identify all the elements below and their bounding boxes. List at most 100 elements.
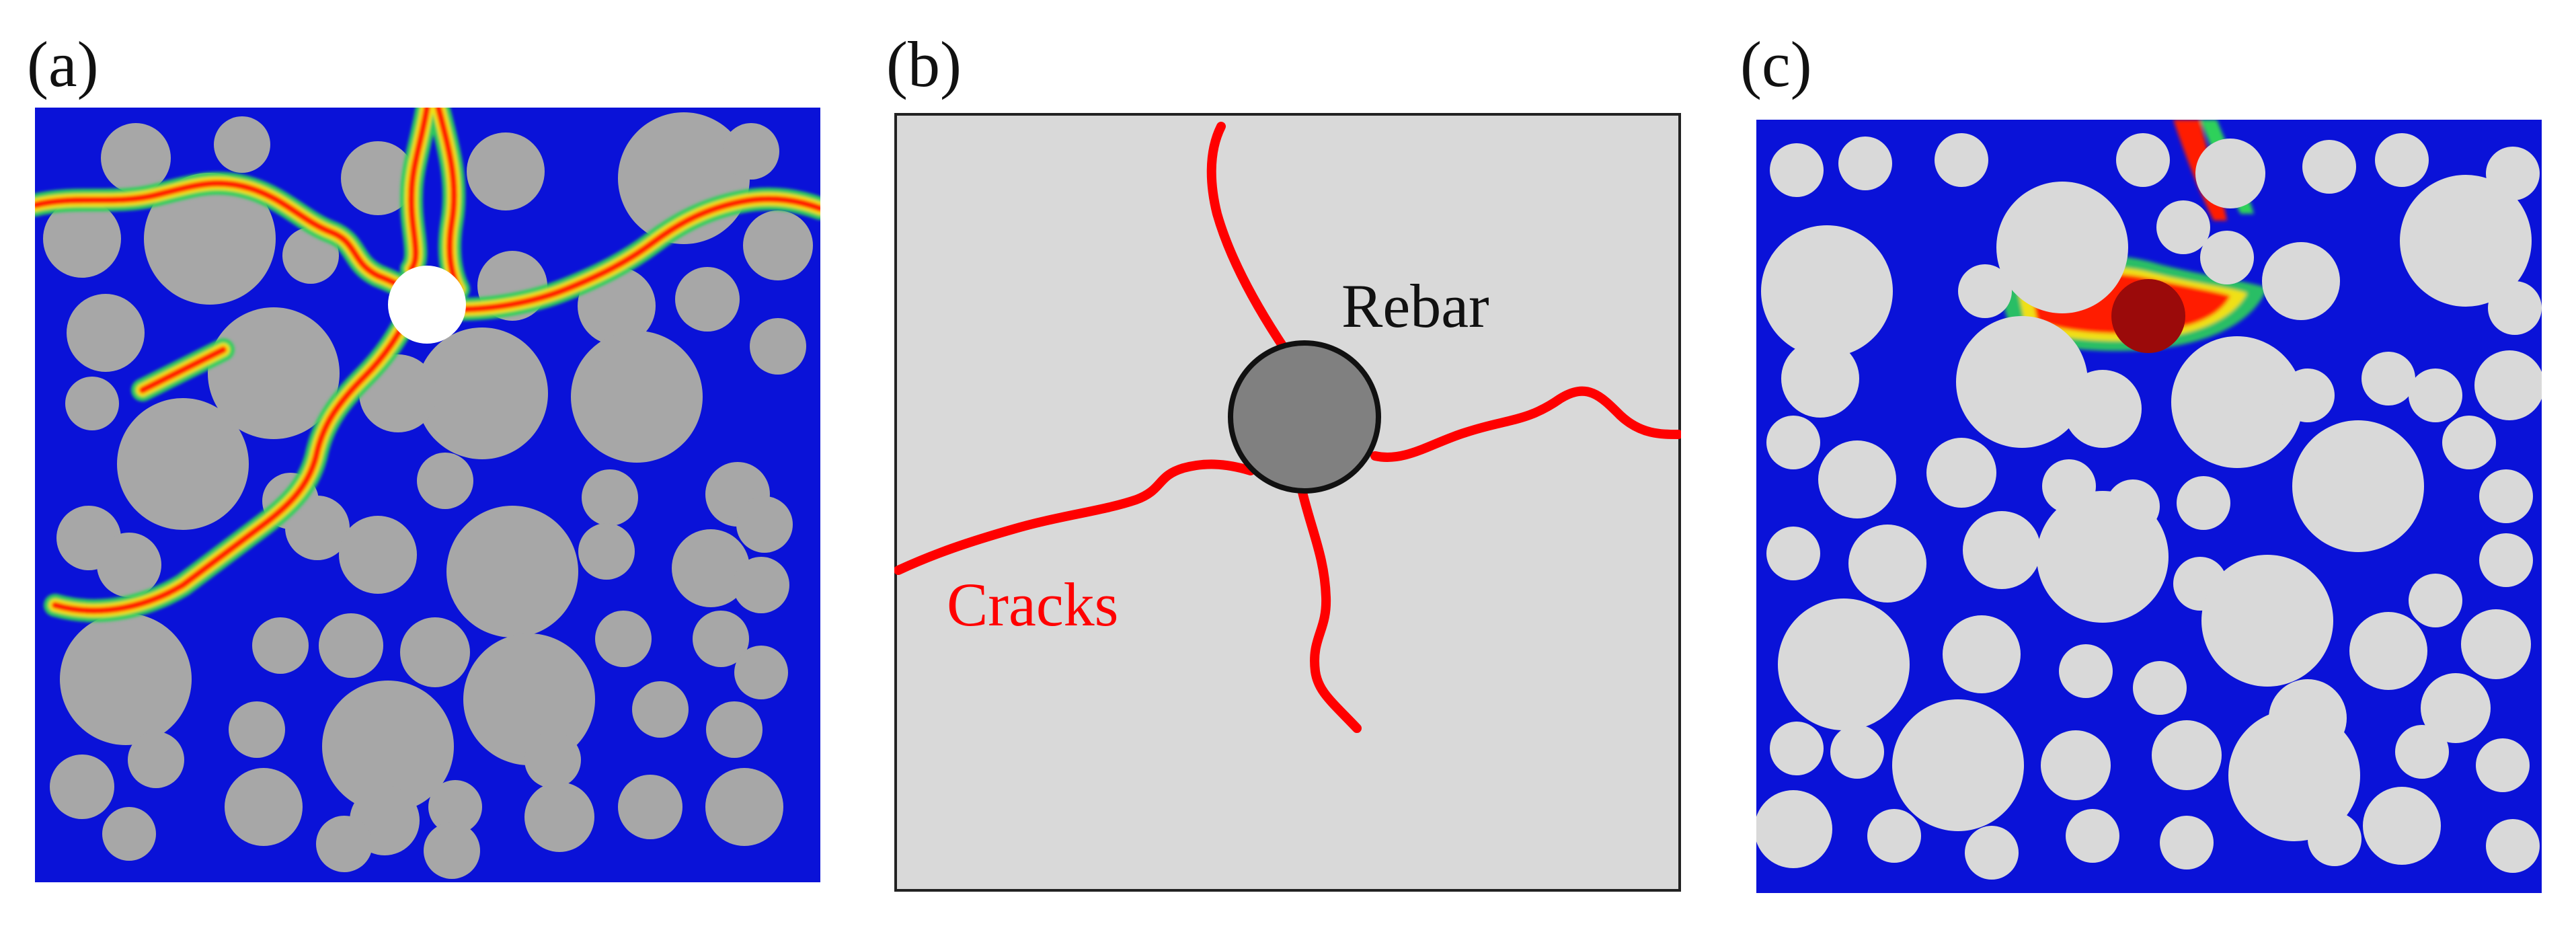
aggregate: [2171, 336, 2303, 468]
aggregate: [750, 318, 806, 375]
aggregate: [1778, 598, 1910, 730]
aggregate: [1926, 438, 1996, 508]
aggregate: [693, 611, 749, 667]
aggregate: [463, 633, 595, 765]
aggregate: [2064, 370, 2142, 448]
aggregate: [2152, 720, 2222, 790]
aggregate: [446, 506, 578, 637]
aggregate: [2395, 725, 2449, 779]
aggregate: [1958, 264, 2012, 318]
aggregate: [2116, 133, 2170, 187]
aggregate: [1848, 525, 1926, 603]
aggregate: [595, 611, 652, 667]
aggregate: [1956, 316, 2088, 448]
crack-upper: [1206, 122, 1289, 353]
aggregate: [524, 732, 581, 788]
aggregate: [1770, 722, 1824, 775]
aggregate: [2041, 730, 2111, 800]
aggregate: [2488, 281, 2542, 335]
aggregate: [1963, 511, 2041, 589]
aggregate: [706, 701, 763, 758]
aggregate: [2308, 812, 2362, 866]
panel-c-svg: [1756, 120, 2542, 893]
aggregate: [339, 516, 417, 594]
aggregate: [65, 377, 119, 430]
aggregate: [225, 768, 303, 846]
schematic-frame: [894, 113, 1681, 892]
aggregate: [229, 701, 285, 758]
aggregate: [2228, 709, 2360, 841]
aggregate: [2292, 420, 2424, 552]
aggregate: [2362, 352, 2415, 405]
aggregate: [1818, 440, 1896, 518]
aggregate: [128, 732, 184, 788]
aggregate: [2409, 369, 2462, 422]
aggregate: [341, 141, 415, 215]
aggregate: [2363, 787, 2441, 865]
aggregate: [2281, 369, 2335, 422]
rebar-damaged: [2111, 279, 2185, 353]
aggregate: [43, 200, 121, 278]
aggregate: [208, 307, 340, 439]
aggregate: [1766, 527, 1820, 580]
crack-right: [1370, 386, 1681, 462]
aggregate: [1935, 133, 1988, 187]
aggregate: [2059, 644, 2113, 698]
aggregate: [417, 453, 473, 509]
aggregate: [1766, 416, 1820, 469]
aggregate: [2133, 661, 2187, 715]
aggregate: [316, 816, 373, 872]
aggregate: [60, 613, 192, 745]
aggregate: [2421, 673, 2491, 743]
aggregate: [319, 613, 383, 678]
aggregate: [50, 755, 114, 819]
aggregate: [618, 775, 682, 839]
aggregate: [1996, 182, 2128, 313]
aggregate: [2177, 476, 2230, 530]
aggregate: [102, 807, 156, 861]
panel-label-c: (c): [1740, 28, 1812, 100]
panel-a-svg: [35, 108, 820, 882]
aggregate: [2160, 816, 2214, 869]
rebar-label: Rebar: [1341, 272, 1489, 340]
aggregate: [2195, 139, 2265, 208]
aggregate: [578, 523, 635, 580]
aggregate: [400, 617, 470, 687]
aggregate: [67, 294, 145, 372]
aggregate: [101, 123, 171, 193]
crack-lower: [1297, 485, 1362, 733]
aggregate: [734, 646, 788, 699]
aggregate: [1830, 725, 1884, 779]
aggregate: [705, 768, 783, 846]
aggregate: [2476, 738, 2530, 792]
aggregate: [2200, 231, 2254, 284]
aggregate: [743, 210, 813, 280]
aggregate: [467, 132, 545, 210]
aggregate: [2262, 242, 2340, 320]
aggregate: [1756, 790, 1832, 868]
panel-label-a: (a): [27, 28, 99, 100]
aggregate: [214, 116, 270, 173]
aggregate: [1867, 809, 1921, 863]
aggregate: [424, 822, 480, 879]
aggregate: [2156, 200, 2210, 254]
aggregate: [2409, 574, 2462, 627]
aggregate: [723, 123, 779, 180]
aggregate: [672, 529, 750, 607]
aggregate: [2201, 555, 2333, 687]
aggregate: [2474, 350, 2542, 420]
aggregate: [733, 557, 789, 613]
aggregate: [97, 533, 161, 597]
aggregate: [2037, 491, 2169, 623]
aggregate: [252, 617, 309, 674]
aggregate: [524, 782, 594, 852]
aggregate: [2400, 175, 2532, 307]
aggregate: [2461, 609, 2531, 679]
aggregate: [2302, 140, 2356, 194]
rebar-hole: [388, 266, 466, 344]
panel-b-schematic: Rebar Cracks: [894, 113, 1681, 892]
cracks-label: Cracks: [947, 570, 1118, 639]
aggregate: [1781, 340, 1859, 418]
aggregate: [1892, 699, 2024, 831]
aggregate: [571, 331, 703, 463]
